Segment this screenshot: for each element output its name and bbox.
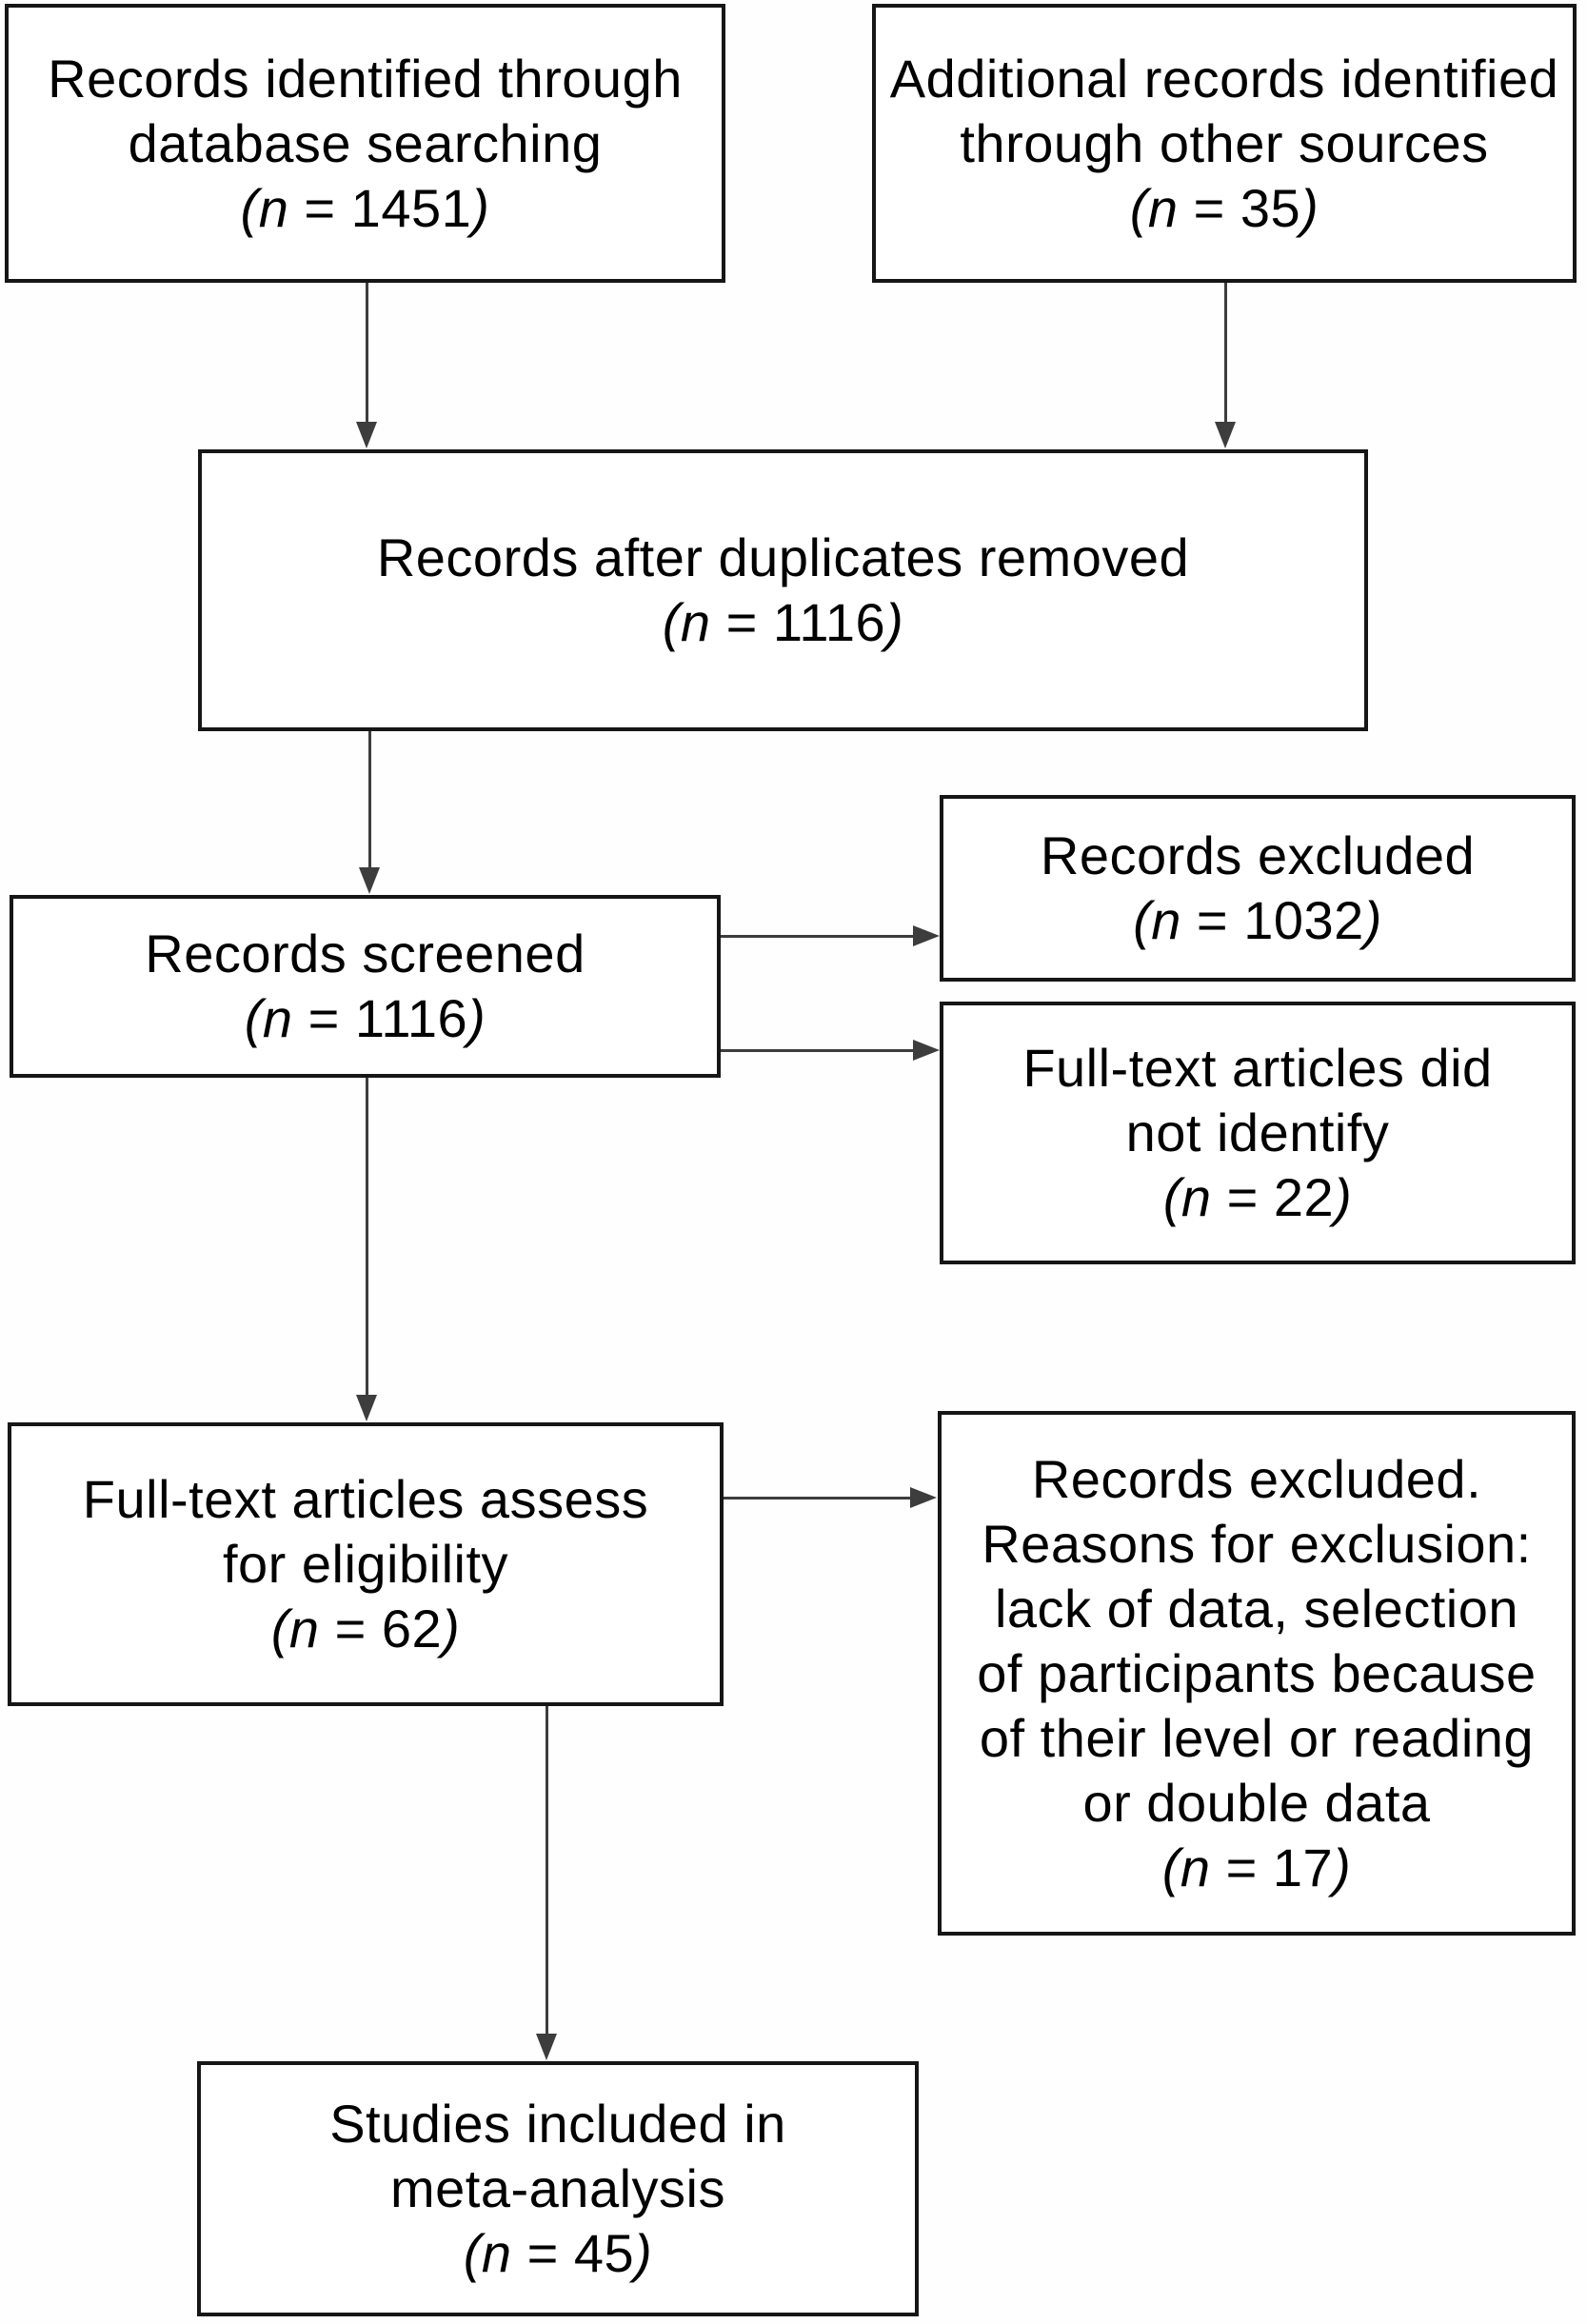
arrow-identified-to-duplicates-line [366,283,368,426]
box-fulltext-not-identify: Full-text articles did not identify (n =… [940,1002,1576,1264]
arrow-eligibility-to-reasons-line [724,1497,912,1500]
arrow-screened-to-eligibility-line [366,1078,368,1398]
text-line: of participants because [977,1642,1537,1703]
text-line: Records after duplicates removed [376,527,1190,587]
box-records-identified: Records identified through database sear… [5,4,725,283]
text-line: not identify [1125,1102,1390,1162]
box-additional-records: Additional records identified through ot… [872,4,1577,283]
count-line: (n = 1116) [244,988,486,1048]
text-line: Records screened [145,924,585,983]
box-records-excluded-reasons-text: Records excluded. Reasons for exclusion:… [977,1447,1536,1900]
text-line: Records identified through [48,48,683,109]
box-records-excluded-reasons: Records excluded. Reasons for exclusion:… [938,1411,1576,1936]
arrow-eligibility-to-reasons-head [910,1487,937,1508]
box-studies-included: Studies included in meta-analysis (n = 4… [197,2061,919,2316]
box-records-excluded-text: Records excluded (n = 1032) [1041,824,1475,953]
box-records-after-duplicates: Records after duplicates removed (n = 11… [198,449,1368,731]
text-line: Records excluded [1040,825,1476,885]
box-fulltext-assessed-text: Full-text articles assess for eligibilit… [83,1467,648,1661]
text-line: Additional records identified [889,48,1559,109]
text-line: lack of data, selection [994,1578,1519,1639]
count-line: (n = 62) [270,1599,461,1659]
box-records-screened-text: Records screened (n = 1116) [145,922,585,1051]
arrow-screened-to-eligibility-head [356,1395,377,1421]
arrow-eligibility-to-included-head [536,2034,557,2060]
box-records-identified-text: Records identified through database sear… [48,47,683,241]
arrow-screened-to-excluded-line [721,935,915,938]
arrow-screened-to-notidentify-head [913,1040,940,1061]
box-fulltext-assessed: Full-text articles assess for eligibilit… [8,1422,724,1706]
arrow-eligibility-to-included-line [546,1706,548,2036]
box-studies-included-text: Studies included in meta-analysis (n = 4… [329,2092,786,2286]
text-line: Studies included in [329,2094,786,2154]
text-line: Reasons for exclusion: [982,1513,1532,1574]
arrow-screened-to-notidentify-line [721,1049,915,1052]
count-line: (n = 1032) [1133,890,1382,950]
box-additional-records-text: Additional records identified through ot… [890,47,1558,241]
count-line: (n = 1116) [662,592,904,652]
count-line: (n = 35) [1129,177,1319,238]
arrow-additional-to-duplicates-head [1215,422,1236,448]
box-records-screened: Records screened (n = 1116) [10,895,721,1078]
text-line: Full-text articles assess [82,1469,649,1529]
text-line: Full-text articles did [1022,1038,1493,1098]
box-records-after-duplicates-text: Records after duplicates removed (n = 11… [377,526,1189,655]
box-fulltext-not-identify-text: Full-text articles did not identify (n =… [1022,1036,1492,1230]
box-records-excluded: Records excluded (n = 1032) [940,795,1576,982]
text-line: or double data [1082,1772,1431,1833]
text-line: of their level or reading [979,1707,1535,1768]
count-line: (n = 1451) [240,177,490,238]
text-line: for eligibility [222,1534,509,1594]
arrow-additional-to-duplicates-line [1224,283,1227,426]
count-line: (n = 22) [1162,1167,1353,1227]
arrow-screened-to-excluded-head [913,925,940,946]
text-line: meta-analysis [390,2158,725,2218]
text-line: through other sources [960,112,1489,173]
count-line: (n = 17) [1161,1837,1352,1897]
text-line: database searching [128,112,603,173]
arrow-identified-to-duplicates-head [356,422,377,448]
arrow-duplicates-to-screened-head [359,867,380,894]
arrow-duplicates-to-screened-line [368,731,371,870]
count-line: (n = 45) [463,2223,653,2283]
text-line: Records excluded. [1031,1448,1482,1509]
